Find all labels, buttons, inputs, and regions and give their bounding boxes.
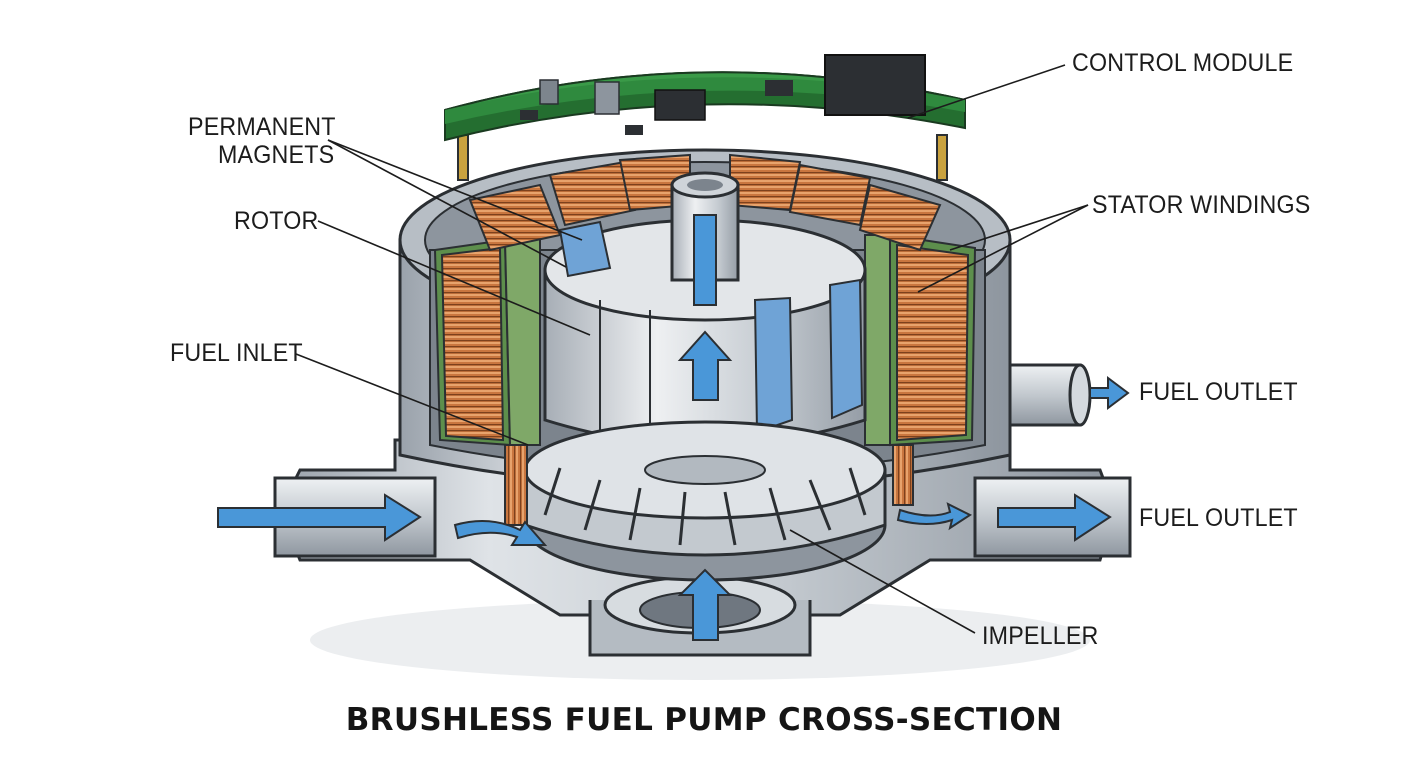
outlet-swirl-arrow [896, 502, 973, 531]
control-chip [824, 54, 926, 116]
label-fuel-outlet-lower: FUEL OUTLET [1139, 504, 1298, 532]
label-fuel-inlet: FUEL INLET [170, 339, 303, 367]
stator-windings-left [433, 233, 541, 447]
leader-impeller [789, 529, 976, 634]
leader-stator-a [949, 204, 1089, 251]
label-impeller: IMPELLER [982, 622, 1099, 650]
label-control-module: CONTROL MODULE [1072, 49, 1294, 77]
leader-stator-b [917, 204, 1089, 293]
control-module-pcb [444, 54, 966, 181]
upper-outlet-flow-arrow [1089, 376, 1130, 410]
leader-magnets-a [327, 139, 583, 241]
upper-outlet-nozzle [1008, 363, 1092, 427]
label-permanent-magnets-line2: MAGNETS [218, 141, 335, 169]
leader-lines [295, 64, 1089, 634]
leader-control-module [907, 64, 1066, 119]
shaft-flow-arrow [693, 214, 717, 306]
leader-fuel-inlet [295, 353, 529, 446]
impeller [523, 420, 887, 582]
label-fuel-outlet-upper: FUEL OUTLET [1139, 378, 1298, 406]
flow-arrows [217, 214, 1130, 641]
diagram-title: BRUSHLESS FUEL PUMP CROSS-SECTION [345, 702, 1063, 738]
inlet-flow-arrow [217, 493, 422, 542]
rotor-flow-arrow [677, 330, 733, 401]
label-permanent-magnets-line1: PERMANENT [188, 113, 336, 141]
label-rotor: ROTOR [234, 207, 319, 235]
label-stator-windings: STATOR WINDINGS [1092, 191, 1311, 219]
stator-windings-right [864, 233, 977, 447]
leader-rotor [317, 220, 591, 336]
inlet-swirl-arrow [453, 520, 548, 546]
leader-magnets-b [327, 139, 567, 268]
lower-outlet-flow-arrow [997, 493, 1112, 542]
bottom-flow-arrow [677, 568, 733, 641]
stator-windings-back [468, 153, 942, 252]
